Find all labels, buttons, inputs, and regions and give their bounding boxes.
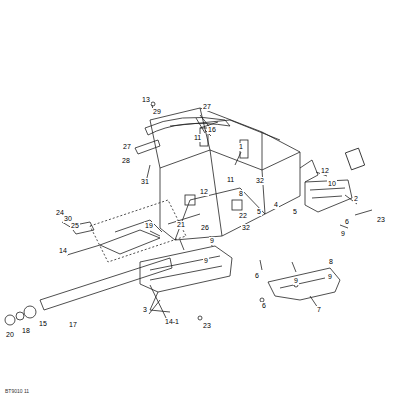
callout-number: 8 <box>328 258 334 266</box>
callout-number: 23 <box>376 216 386 224</box>
callout-number: 19 <box>144 222 154 230</box>
callout-number: 23 <box>202 322 212 330</box>
callout-number: 28 <box>121 157 131 165</box>
callout-number: 8 <box>238 190 244 198</box>
callout-number: 3 <box>142 306 148 314</box>
callout-number: 27 <box>122 143 132 151</box>
callout-number: 1 <box>238 143 244 151</box>
callout-number: 11 <box>193 134 202 142</box>
callout-number: 9 <box>209 237 215 245</box>
callout-number: 6 <box>344 218 350 226</box>
callout-number: 13 <box>141 96 151 104</box>
callout-number: 15 <box>38 320 48 328</box>
callout-number: 2 <box>353 195 359 203</box>
callout-number: 20 <box>5 331 15 339</box>
callout-number: 9 <box>293 277 299 285</box>
drawing-code: BT9010 11 <box>4 388 30 394</box>
callout-number: 7 <box>316 306 322 314</box>
callout-number: 31 <box>140 178 150 186</box>
callout-number: 17 <box>68 321 78 329</box>
callout-number: 16 <box>207 126 217 134</box>
callout-number: 6 <box>254 272 260 280</box>
callout-number: 9 <box>340 230 346 238</box>
callout-number: 18 <box>21 327 31 335</box>
callout-number: 12 <box>199 188 209 196</box>
callout-number: 27 <box>202 103 212 111</box>
callout-number: 25 <box>70 222 80 230</box>
callout-number: 4 <box>273 201 279 209</box>
callout-number: 6 <box>261 302 267 310</box>
callout-number: 12 <box>320 167 330 175</box>
callout-number: 14-1 <box>164 318 180 326</box>
callout-number: 5 <box>292 208 298 216</box>
callout-number: 10 <box>327 180 337 188</box>
callout-number: 21 <box>176 221 186 229</box>
callout-number: 22 <box>238 212 248 220</box>
callout-number: 9 <box>203 257 209 265</box>
callout-number: 11 <box>226 176 235 184</box>
callout-number: 32 <box>255 177 265 185</box>
callout-number: 5 <box>256 208 262 216</box>
callout-number: 26 <box>200 224 210 232</box>
callout-number: 14 <box>58 247 68 255</box>
callout-number: 9 <box>327 273 333 281</box>
callout-number: 32 <box>241 224 251 232</box>
callout-number: 29 <box>152 108 162 116</box>
